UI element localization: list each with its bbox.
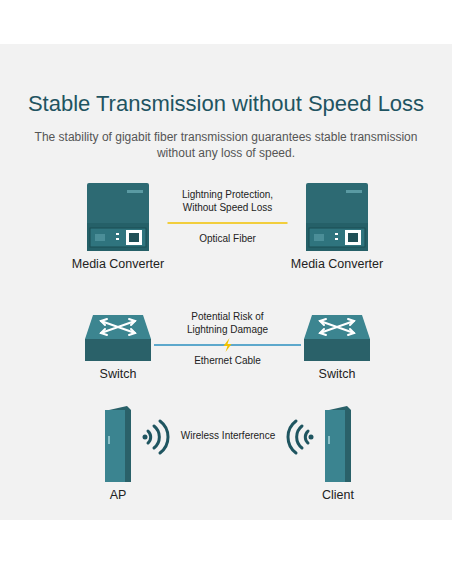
device-label: Switch <box>82 367 154 382</box>
device-label: Media Converter <box>69 257 168 272</box>
device-label: AP <box>102 488 134 503</box>
subtitle: The stability of gigabit fiber transmiss… <box>26 129 426 161</box>
wireless-signal-icon <box>148 421 168 453</box>
device-node: Media Converter <box>288 183 387 272</box>
interference-label: Wireless Interference <box>173 429 283 442</box>
title: Stable Transmission without Speed Loss <box>0 90 452 118</box>
device-node: Media Converter <box>69 183 168 272</box>
media-converter-icon <box>87 183 149 251</box>
media-converter-icon <box>306 183 368 251</box>
edge-label: Lightning Protection, Without Speed Loss <box>166 188 290 214</box>
lightning-bolt <box>224 338 232 352</box>
switch-icon <box>304 315 370 361</box>
wireless-dot <box>309 435 314 440</box>
cable-label: Ethernet Cable <box>168 354 288 367</box>
access-point-icon <box>325 406 351 482</box>
device-label: Client <box>319 488 357 503</box>
access-point-icon <box>105 406 131 482</box>
device-node: Switch <box>301 315 373 382</box>
device-label: Media Converter <box>288 257 387 272</box>
wireless-signal-icon <box>288 421 308 453</box>
switch-icon <box>85 315 151 361</box>
wireless-dot <box>143 435 148 440</box>
device-node: AP <box>102 406 134 503</box>
optical-fiber-line <box>168 222 288 224</box>
device-label: Switch <box>301 367 373 382</box>
cable-label: Optical Fiber <box>168 232 288 245</box>
device-node: Switch <box>82 315 154 382</box>
edge-label: Potential Risk of Lightning Damage <box>176 310 280 336</box>
device-node: Client <box>319 406 357 503</box>
